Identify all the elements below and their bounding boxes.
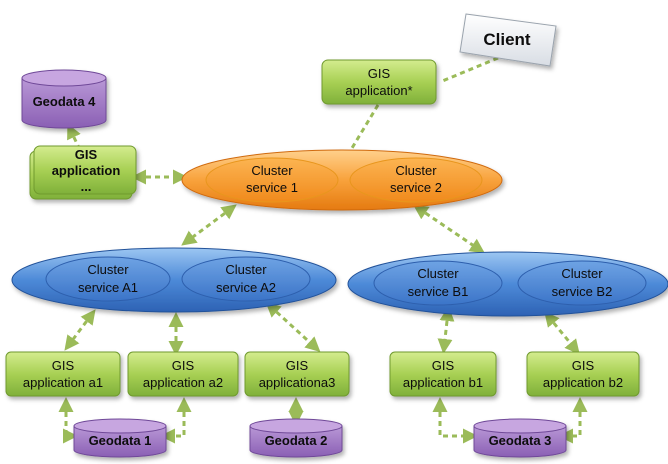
geodata-3-label: Geodata 3 [489,433,552,448]
cluster-service-b2-ellipse [517,260,647,306]
cluster-service-a1-ellipse [45,256,171,302]
gis-application-top-line1: GIS [368,66,391,81]
gis-application-top-line2: application* [345,83,412,98]
geodata-2-node: Geodata 2 [249,418,343,458]
gis-application-a2-line1: GIS [172,358,195,373]
client-box [459,13,557,67]
gis-application-a1-line2: application a1 [23,375,103,390]
gis-application-a3-line2: applicationa3 [259,375,336,390]
cluster-top-node: Cluster service 1 Cluster service 2 [181,149,503,211]
connector-b-b1 [437,306,455,354]
geodata-1-label: Geodata 1 [89,433,152,448]
cluster-service-1-ellipse [205,157,339,203]
gis-application-a3-node: GIS applicationa3 [244,351,350,397]
geodata-4-cylinder [21,78,107,129]
cluster-service-2-ellipse [349,157,483,203]
connector-gis-top-cluster [344,104,380,159]
gis-application-left-line2: application [52,163,121,178]
geodata-2-cylinder [249,426,343,458]
gis-application-a2-line2: application a2 [143,375,223,390]
gis-application-left-front [33,145,137,195]
cluster-b-node: Cluster service B1 Cluster service B2 [347,251,668,317]
connector-b1-geodata3 [432,397,478,444]
connector-a2-geodata1 [160,397,192,444]
connector-client-gis-top [439,56,499,84]
gis-application-a3-line1: GIS [286,358,309,373]
client-node: Client [459,13,557,67]
geodata-4-node: Geodata 4 [21,69,107,129]
gis-application-a2-node: GIS application a2 [127,351,239,397]
gis-application-left-line1: GIS [75,147,98,162]
connector-a-a1 [64,309,96,351]
cluster-service-b1-line2: service B1 [408,284,469,299]
client-label: Client [483,30,531,49]
connectors [58,56,588,444]
geodata-2-top [249,418,343,434]
geodata-1-top [73,418,167,434]
gis-application-top-node: GIS application* [321,59,437,105]
cluster-service-a2-ellipse [181,256,311,302]
connector-b-b2 [544,311,580,355]
gis-application-a1-line1: GIS [52,358,75,373]
cluster-service-b1-line1: Cluster [417,266,459,281]
gis-application-b1-line1: GIS [432,358,455,373]
geodata-1-cylinder [73,426,167,458]
connector-a-a3 [265,301,321,353]
geodata-3-cylinder [473,426,567,458]
cluster-service-2-line1: Cluster [395,163,437,178]
gis-application-b1-box [389,351,497,397]
gis-application-left-node: GIS application ... [29,145,137,200]
cluster-service-a1-line1: Cluster [87,262,129,277]
cluster-service-2-line2: service 2 [390,180,442,195]
gis-application-b2-line1: GIS [572,358,595,373]
cluster-service-b2-line2: service B2 [552,284,613,299]
geodata-3-node: Geodata 3 [473,418,567,458]
gis-application-b2-box [526,351,640,397]
cluster-service-a2-line2: service A2 [216,280,276,295]
gis-application-a2-box [127,351,239,397]
connector-cluster-top-a [181,204,237,246]
geodata-4-top [21,69,107,87]
gis-application-b2-line2: application b2 [543,375,623,390]
cluster-service-b1-ellipse [373,260,503,306]
gis-application-b1-line2: application b1 [403,375,483,390]
connector-b2-geodata3 [558,397,588,444]
geodata-2-label: Geodata 2 [265,433,328,448]
cluster-service-b2-line1: Cluster [561,266,603,281]
gis-application-a1-node: GIS application a1 [5,351,121,397]
gis-application-top-box [321,59,437,105]
gis-application-b2-node: GIS application b2 [526,351,640,397]
connector-a1-geodata1 [58,397,78,444]
geodata-1-node: Geodata 1 [73,418,167,458]
geodata-4-label: Geodata 4 [33,94,97,109]
cluster-service-1-line1: Cluster [251,163,293,178]
gis-application-left-line3: ... [81,179,92,194]
connector-cluster-top-b [413,204,485,254]
cluster-service-a1-line2: service A1 [78,280,138,295]
cluster-service-1-line2: service 1 [246,180,298,195]
gis-application-b1-node: GIS application b1 [389,351,497,397]
gis-application-a3-box [244,351,350,397]
cluster-service-a2-line1: Cluster [225,262,267,277]
geodata-3-top [473,418,567,434]
gis-application-a1-box [5,351,121,397]
cluster-a-node: Cluster service A1 Cluster service A2 [11,247,337,313]
